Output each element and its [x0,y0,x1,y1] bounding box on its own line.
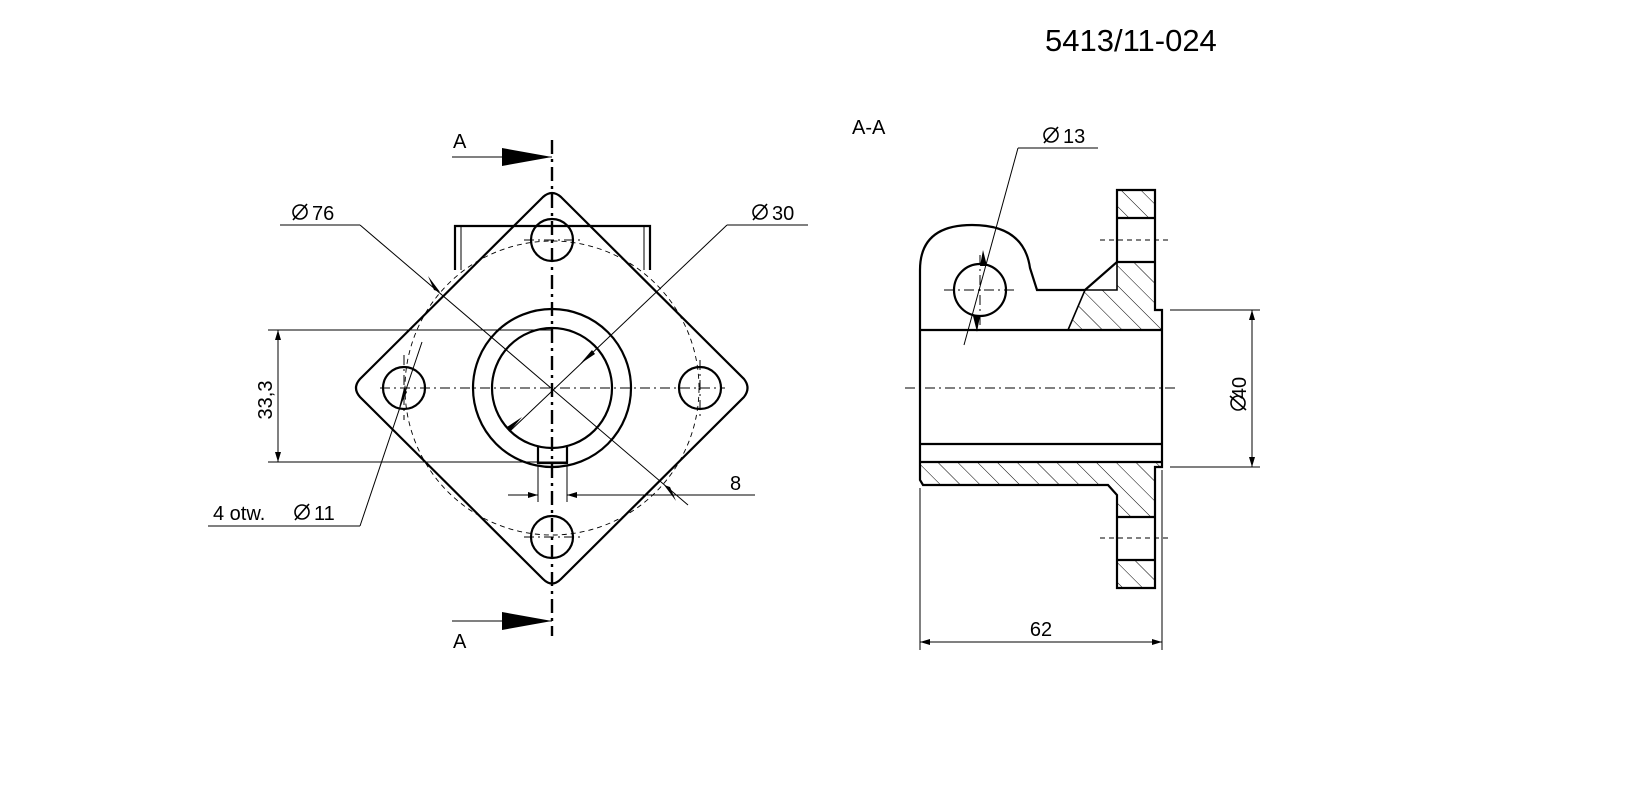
section-arrow-top [502,148,552,166]
section-letter-bottom: A [453,631,467,653]
section-letter-top: A [453,131,467,153]
dim-length: 62 [1030,619,1052,641]
dim-holes: 11 [314,503,335,525]
drawing-number: 5413/11-024 [1045,23,1217,58]
section-label: A-A [852,117,886,139]
front-view: A A 76 30 33,3 8 4 otw. 11 [208,131,808,653]
flange-outline [354,191,749,585]
section-arrow-bottom [502,612,552,630]
keyway [536,447,569,465]
dim-small-hole: 13 [1063,126,1085,148]
dim-bore: 30 [772,203,794,225]
dim-keyway: 8 [730,473,741,495]
section-view: A-A 13 40 [852,117,1260,650]
dim-key-depth: 33,3 [255,381,277,420]
dim-holes-prefix: 4 otw. [213,503,265,525]
section-outline [918,188,1164,590]
dim-bore-section: 40 [1229,377,1251,399]
dim-bolt-circle: 76 [312,203,334,225]
